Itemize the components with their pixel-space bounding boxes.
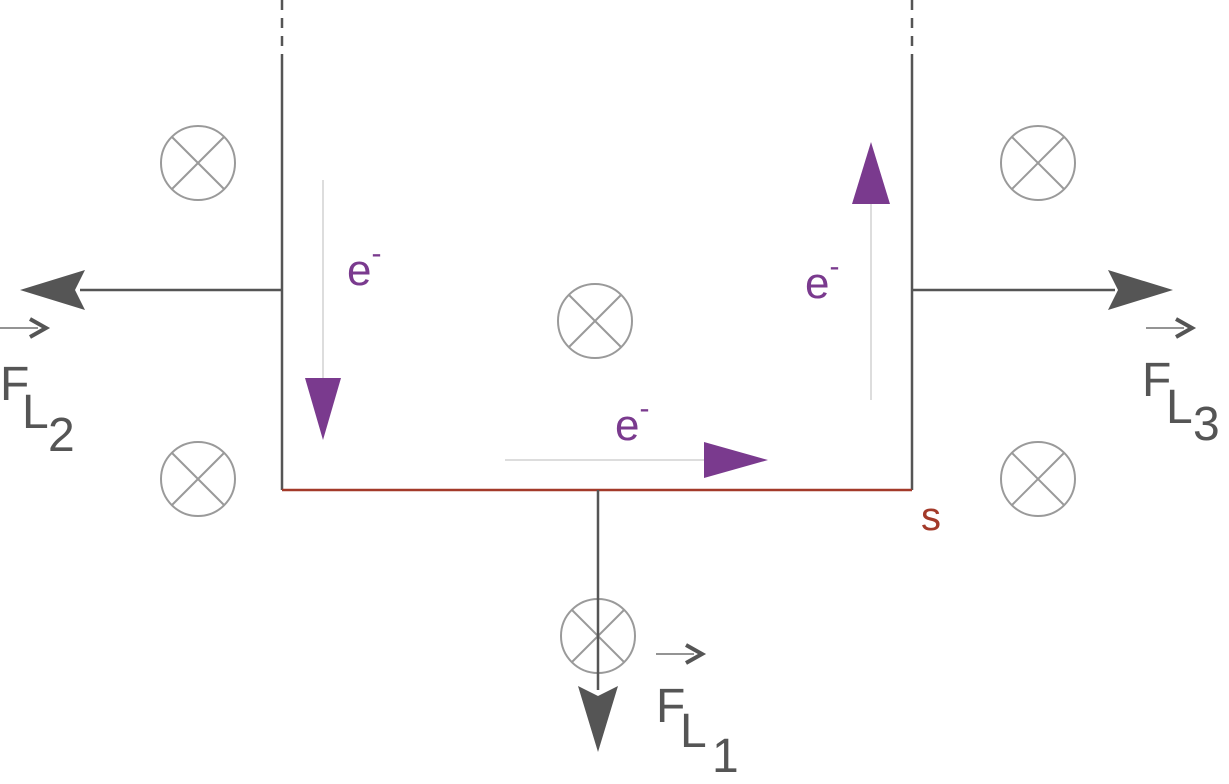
electron-label-right: e- — [805, 250, 839, 308]
vector-arrow-icon — [0, 317, 51, 339]
electron-arrows — [305, 142, 890, 478]
field-into-page-icon — [160, 441, 236, 517]
field-into-page-icon — [160, 125, 236, 201]
conductor-loop — [280, 0, 914, 490]
electron-arrow-down-head-icon — [305, 378, 341, 440]
electron-arrow-right-head-icon — [704, 442, 768, 478]
vector-arrow-icon — [1146, 317, 1197, 339]
force-arrow-right-head-icon — [1108, 270, 1173, 310]
force-arrow-left-head-icon — [20, 270, 85, 310]
force-arrow-down-head-icon — [578, 686, 618, 752]
magnetic-field — [160, 125, 1076, 674]
electron-arrow-up-head-icon — [852, 142, 890, 204]
segment-label: s — [921, 495, 941, 539]
field-into-page-icon — [557, 283, 633, 359]
field-into-page-icon — [1000, 125, 1076, 201]
vector-marks — [0, 317, 1197, 665]
electron-label-left: e- — [347, 237, 381, 295]
electron-label-bottom: e- — [615, 392, 649, 450]
force-arrows — [20, 270, 1173, 752]
field-into-page-icon — [1000, 441, 1076, 517]
vector-arrow-icon — [656, 643, 707, 665]
